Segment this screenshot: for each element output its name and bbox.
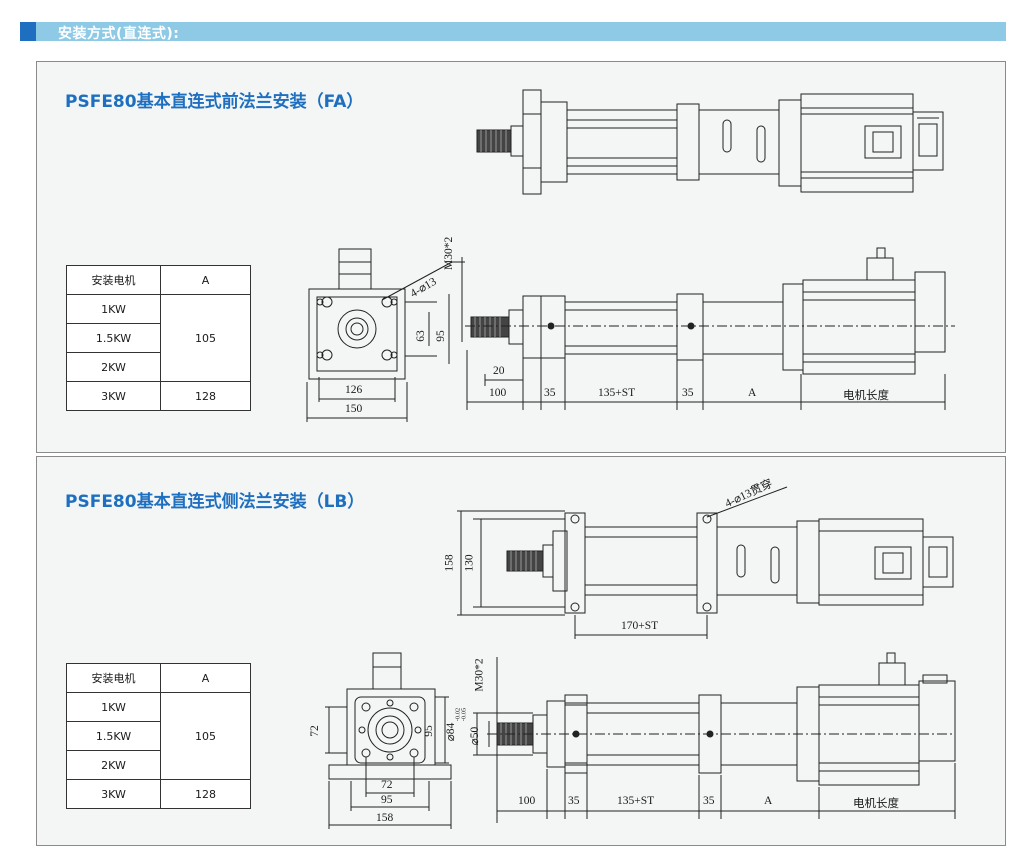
- dia-84-tol-low: -0.05: [460, 707, 468, 722]
- dim-63-fa: 63: [414, 330, 427, 342]
- dim-95v-lb: 95: [422, 725, 435, 737]
- dim-bottom-lb: 100: [518, 795, 536, 807]
- side-view-lb: [473, 652, 956, 823]
- table-header-a: A: [160, 265, 251, 295]
- dim-bottom-fa: 电机长度: [843, 388, 889, 402]
- thread-label-lb: M30*2: [473, 658, 486, 692]
- table-cell-a-merged: 105: [160, 692, 251, 780]
- dim-bottom-lb: 135+ST: [617, 795, 655, 807]
- dia-84-lb: ⌀84: [445, 722, 458, 742]
- table-cell-motor: 3KW: [66, 381, 161, 411]
- dim-158-top-lb: 158: [443, 554, 456, 572]
- dim-bottom-lb: 35: [568, 795, 580, 807]
- dim-20-fa: 20: [493, 365, 505, 377]
- dim-130-top-lb: 130: [463, 554, 476, 572]
- panel-title-lb: PSFE80基本直连式侧法兰安装（LB）: [65, 492, 365, 512]
- table-cell-a: 128: [160, 381, 251, 411]
- table-header-a: A: [160, 663, 251, 693]
- dia-50-lb: ⌀50: [469, 726, 482, 746]
- drawing-fa: [306, 89, 955, 422]
- dim-72-lb: 72: [381, 779, 393, 791]
- section-title: 安装方式(直连式):: [58, 26, 180, 42]
- side-view-fa: [465, 247, 955, 410]
- dim-bottom-lb: 电机长度: [853, 796, 899, 810]
- section-header-bar: 安装方式(直连式):: [20, 22, 1006, 42]
- dim-126-fa: 126: [345, 384, 363, 396]
- thread-label-fa: M30*2: [443, 236, 455, 270]
- front-view-lb: [325, 652, 452, 829]
- table-cell-motor: 3KW: [66, 779, 161, 809]
- dim-72v-lb: 72: [308, 725, 321, 737]
- dim-bottom-fa: 35: [544, 387, 556, 399]
- dim-95-fa: 95: [434, 330, 447, 342]
- dim-bottom-fa: 35: [682, 387, 694, 399]
- drawing-lb: [325, 486, 956, 829]
- header-accent-block: [20, 22, 36, 41]
- top-view-actuator-fa: [476, 89, 944, 195]
- table-cell-motor: 1.5KW: [66, 323, 161, 353]
- dim-bottom-lb: A: [764, 795, 773, 807]
- table-cell-a: 128: [160, 779, 251, 809]
- table-cell-a-merged: 105: [160, 294, 251, 382]
- dim-bottom-fa: A: [748, 387, 757, 399]
- top-view-actuator-lb: [457, 486, 954, 639]
- dim-150-fa: 150: [345, 403, 363, 415]
- dim-bottom-fa: 100: [489, 387, 507, 399]
- dim-95-lb: 95: [381, 794, 393, 806]
- dim-bottom-fa: 135+ST: [598, 387, 636, 399]
- table-cell-motor: 2KW: [66, 352, 161, 382]
- table-cell-motor: 2KW: [66, 750, 161, 780]
- front-view-fa: [306, 248, 465, 422]
- panel-title-fa: PSFE80基本直连式前法兰安装（FA）: [65, 92, 364, 112]
- dim-170st-lb: 170+ST: [621, 620, 659, 632]
- dim-bottom-lb: 35: [703, 795, 715, 807]
- dim-158-lb: 158: [376, 812, 394, 824]
